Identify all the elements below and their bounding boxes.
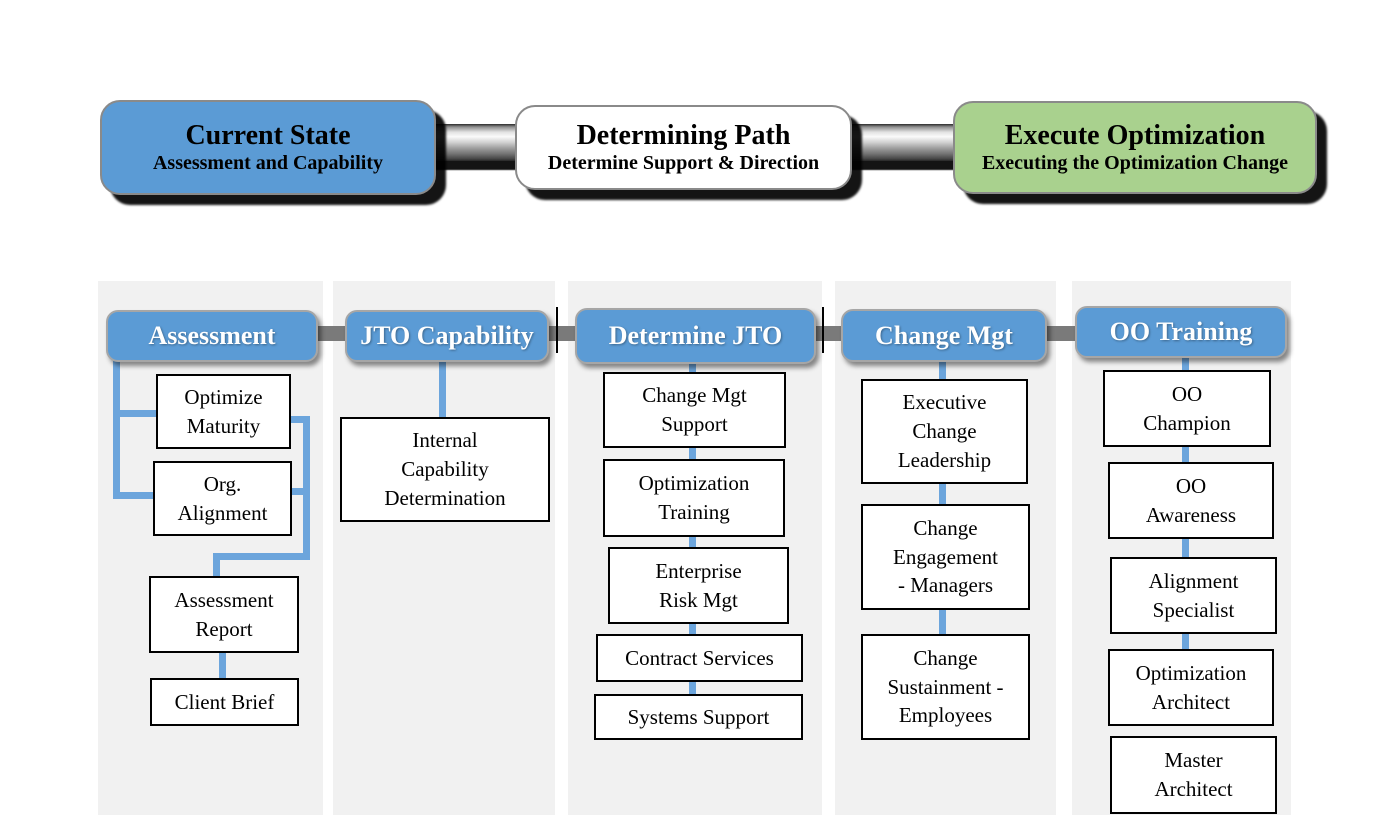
header-connector-bar [1042,326,1080,341]
connector [439,357,446,419]
column-header-assessment: Assessment [106,310,318,362]
node-change-engagement-managers: Change Engagement - Managers [861,504,1030,610]
connector [689,620,696,635]
connector [213,553,220,581]
phase-box-execute-optimization: Execute Optimization Executing the Optim… [953,101,1317,194]
connector [219,648,226,680]
connector [939,606,946,635]
column-header-change-mgt: Change Mgt [841,309,1047,362]
connector [285,416,310,423]
connector [113,492,158,499]
node-optimization-training: Optimization Training [603,459,785,537]
column-header-oo-training: OO Training [1075,306,1287,358]
connector [303,416,310,560]
header-tick-separator [822,307,824,353]
node-master-architect: Master Architect [1110,736,1277,814]
header-connector-bar [810,326,846,341]
node-contract-services: Contract Services [596,634,803,682]
connector [939,357,946,380]
node-org-alignment: Org. Alignment [153,461,292,536]
connector [213,553,310,560]
connector [689,677,696,695]
node-oo-awareness: OO Awareness [1108,462,1274,539]
connector [113,357,120,499]
phase-title: Execute Optimization [1004,119,1266,151]
connector [689,532,696,548]
node-change-sustainment-employees: Change Sustainment - Employees [861,634,1030,740]
node-optimization-architect: Optimization Architect [1108,649,1274,726]
column-header-jto-capability: JTO Capability [345,310,549,362]
connector [1182,443,1189,463]
header-connector-bar [542,326,580,341]
node-alignment-specialist: Alignment Specialist [1110,557,1277,634]
connector [286,488,310,495]
phase-title: Determining Path [576,119,791,151]
node-client-brief: Client Brief [150,678,299,726]
connector [1182,630,1189,650]
node-enterprise-risk-mgt: Enterprise Risk Mgt [608,547,789,624]
phase-box-current-state: Current State Assessment and Capability [100,100,436,195]
connector [113,410,158,417]
connector [1182,354,1189,371]
column-bg-assessment [98,281,323,815]
header-connector-bar [308,326,350,341]
phase-subtitle: Executing the Optimization Change [981,152,1289,175]
header-tick-separator [556,307,558,353]
node-internal-capability-determination: Internal Capability Determination [340,417,550,522]
phase-connector-pipe-1 [424,124,528,161]
connector [1182,535,1189,558]
phase-subtitle: Assessment and Capability [152,152,384,175]
phase-connector-pipe-2 [838,124,964,161]
node-change-mgt-support: Change Mgt Support [603,372,786,448]
phase-subtitle: Determine Support & Direction [547,152,820,175]
node-systems-support: Systems Support [594,694,803,740]
node-executive-change-leadership: Executive Change Leadership [861,379,1028,484]
connector [689,359,696,374]
connector [689,444,696,460]
connector [939,480,946,505]
node-assessment-report: Assessment Report [149,576,299,653]
column-header-determine-jto: Determine JTO [575,308,816,364]
phase-title: Current State [185,119,351,151]
node-oo-champion: OO Champion [1103,370,1271,447]
node-optimize-maturity: Optimize Maturity [156,374,291,449]
phase-box-determining-path: Determining Path Determine Support & Dir… [515,105,852,190]
